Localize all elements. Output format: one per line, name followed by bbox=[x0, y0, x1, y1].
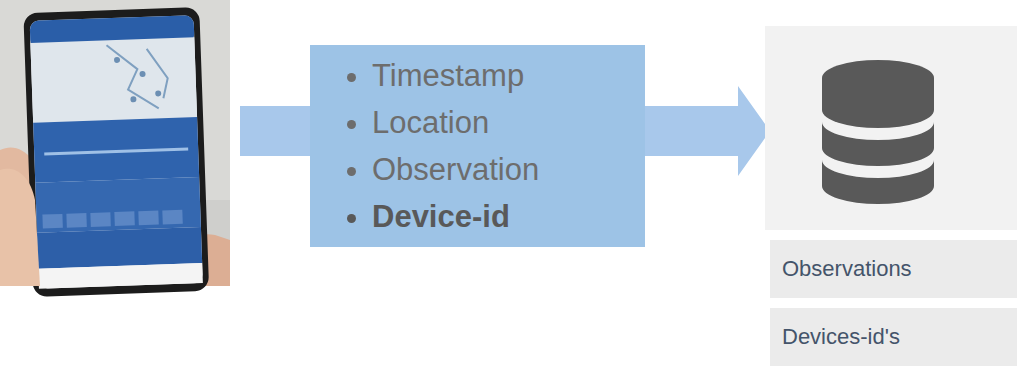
field-item: Timestamp bbox=[372, 52, 539, 99]
store-label: Devices-id's bbox=[782, 324, 900, 350]
phone-photo bbox=[0, 0, 230, 297]
database-panel bbox=[765, 26, 1017, 230]
field-item: Observation bbox=[372, 146, 539, 193]
database-icon bbox=[822, 60, 934, 204]
field-item: Device-id bbox=[372, 193, 539, 240]
field-item: Location bbox=[372, 99, 539, 146]
store-box: Observations bbox=[770, 240, 1017, 298]
field-list: TimestampLocationObservationDevice-id bbox=[310, 52, 539, 240]
store-label: Observations bbox=[782, 256, 912, 282]
data-fields-box: TimestampLocationObservationDevice-id bbox=[310, 45, 645, 247]
store-box: Devices-id's bbox=[770, 308, 1017, 366]
